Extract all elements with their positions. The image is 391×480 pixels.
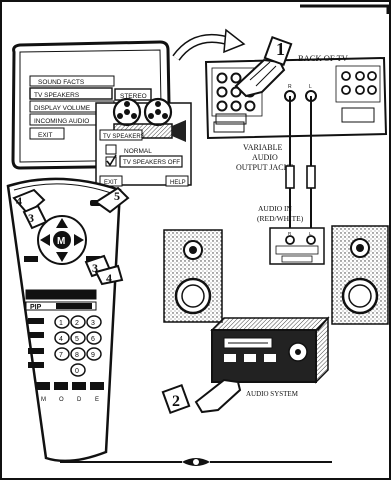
audio-input-panel: R L	[270, 228, 324, 264]
arrow-head-icon	[224, 30, 244, 52]
variable-audio-line-3: OUTPUT JACKS	[236, 163, 294, 172]
step-3-bottom: 3	[92, 261, 98, 275]
corner-mark	[300, 6, 388, 14]
step-3-top: 3	[28, 211, 34, 225]
back-of-tv-label: BACK OF TV	[298, 53, 349, 63]
mode-letter-e: E	[95, 397, 99, 403]
key-5: 5	[75, 336, 79, 343]
key-7: 7	[59, 352, 63, 359]
option-speakers-off-label: TV SPEAKERS OFF	[123, 159, 180, 166]
menu-key-label: M	[57, 236, 65, 247]
audio-system-receiver	[212, 318, 328, 382]
menu-item-label: TV SPEAKERS	[34, 92, 80, 99]
step-4-bottom: 4	[106, 271, 112, 285]
key-4: 4	[59, 336, 63, 343]
step-1-number: 1	[276, 39, 285, 59]
step-5: 5	[114, 189, 120, 203]
mode-letter-o: O	[59, 397, 64, 403]
right-speaker	[332, 226, 388, 324]
pip-strip[interactable]	[26, 290, 96, 299]
step-2-number: 2	[172, 393, 180, 410]
jack-l-label: L	[309, 84, 312, 90]
remote-control: M PIP 1 2 3 4 5 6 7 8 9 0	[8, 179, 120, 461]
rca-plug-white	[307, 166, 315, 188]
panel-title: TV SPEAKERS	[103, 134, 145, 140]
menu-item-label: INCOMING AUDIO	[34, 118, 89, 125]
key-1: 1	[59, 320, 63, 327]
section-divider	[60, 458, 332, 466]
audio-in-sublabel: (RED/WHITE)	[257, 214, 304, 223]
left-speaker	[164, 230, 222, 322]
key-9: 9	[91, 352, 95, 359]
menu-item-label: DISPLAY VOLUME	[34, 105, 91, 112]
option-normal-label: NORMAL	[124, 148, 152, 155]
jack-r-label: R	[288, 84, 292, 90]
back-of-tv-panel: R L	[206, 58, 386, 138]
pip-label: PIP	[30, 304, 42, 311]
key-6: 6	[91, 336, 95, 343]
mode-letter-m: M	[41, 397, 46, 403]
rca-plug-red	[286, 166, 294, 188]
menu-item-label: SOUND FACTS	[38, 79, 85, 86]
variable-audio-line-2: AUDIO	[252, 153, 278, 162]
key-2: 2	[75, 320, 79, 327]
normal-checkbox[interactable]	[106, 145, 116, 154]
key-8: 8	[75, 352, 79, 359]
key-3: 3	[91, 320, 95, 327]
key-0: 0	[75, 368, 79, 375]
variable-audio-line-1: VARIABLE	[243, 143, 283, 152]
step-4-top: 4	[16, 194, 22, 208]
audio-in-label: AUDIO IN	[258, 204, 293, 213]
menu-exit-label: EXIT	[38, 132, 52, 139]
panel-help-label: HELP	[170, 180, 186, 186]
mode-letter-d: D	[77, 397, 82, 403]
speaker-settings-panel: TV SPEAKERS NORMAL TV SPEAKERS OFF EXIT …	[96, 99, 191, 186]
audio-system-label: AUDIO SYSTEM	[246, 390, 299, 398]
